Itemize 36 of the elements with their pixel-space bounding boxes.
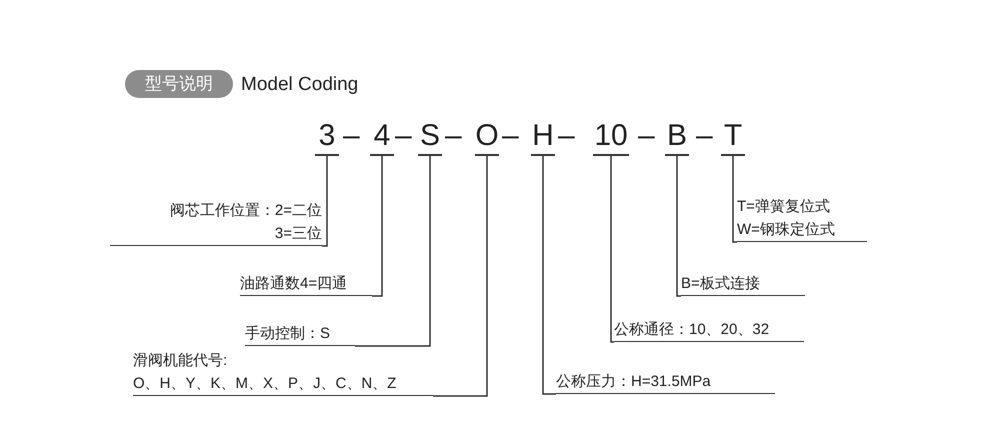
code-description: 油路通数4=四通 [240, 274, 348, 294]
leader-line [355, 156, 431, 347]
separator-dash: – [395, 120, 412, 152]
code-description: O、H、Y、K、M、X、P、J、C、N、Z [133, 374, 396, 394]
code-segment: 4 [370, 120, 394, 156]
code-segment: H [531, 120, 555, 156]
code-description: 阀芯工作位置：2=二位 [170, 201, 322, 221]
code-description: 手动控制：S [245, 324, 330, 344]
separator-dash: – [638, 120, 655, 152]
separator-dash: – [558, 120, 575, 152]
leader-line [542, 156, 556, 395]
code-description: B=板式连接 [681, 274, 760, 294]
code-segment: S [418, 120, 442, 156]
code-description: 滑阀机能代号: [133, 351, 228, 371]
code-description: 公称压力：H=31.5MPa [556, 372, 711, 392]
code-description: T=弹簧复位式 [737, 197, 830, 217]
separator-dash: – [343, 120, 360, 152]
separator-dash: – [502, 120, 519, 152]
code-segment: 3 [315, 120, 339, 156]
code-segment: O [475, 120, 499, 156]
leader-line [676, 156, 681, 297]
separator-dash: – [445, 120, 462, 152]
code-description: 公称通径：10、20、32 [614, 320, 770, 340]
heading-text: Model Coding [241, 75, 358, 94]
separator-dash: – [696, 120, 713, 152]
leader-line [610, 156, 614, 343]
code-segment: 10 [593, 120, 629, 156]
leader-line [322, 156, 328, 247]
code-description: W=钢珠定位式 [737, 220, 835, 240]
leader-line [433, 156, 488, 397]
code-description: 3=三位 [274, 224, 322, 244]
code-segment: B [665, 120, 689, 156]
heading-badge: 型号说明 [125, 70, 233, 98]
leader-line [732, 156, 737, 243]
code-segment: T [721, 120, 745, 156]
leader-line [372, 156, 383, 297]
